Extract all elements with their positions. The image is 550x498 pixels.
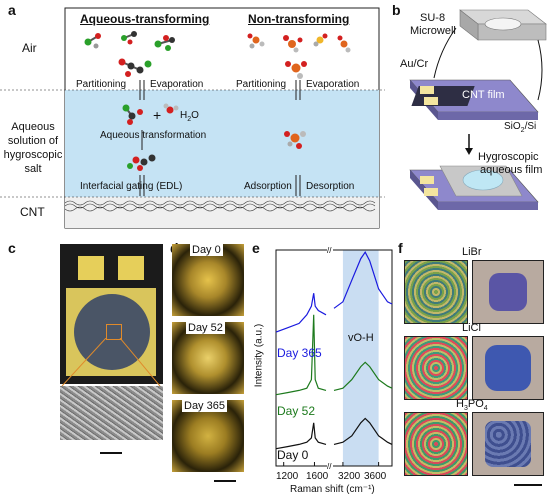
su8-label: SU-8 bbox=[420, 12, 446, 24]
salt-label-libr: LiBr bbox=[462, 246, 482, 258]
scale-bar-c bbox=[100, 452, 122, 454]
layer-solution-label: Aqueous solution of hygroscopic salt bbox=[3, 121, 63, 175]
raman-ylabel: Intensity (a.u.) bbox=[253, 323, 265, 388]
solution-layer bbox=[65, 90, 379, 197]
layer-air-label: Air bbox=[22, 41, 37, 55]
panel-label-e: e bbox=[252, 240, 260, 256]
axis-break-slash-brk-bot: // bbox=[327, 462, 332, 471]
cnt-film-label: CNT film bbox=[462, 89, 505, 101]
droplet-image-day365 bbox=[172, 400, 244, 472]
aqueous-transformation-label: Aqueous transformation bbox=[100, 130, 207, 141]
evaporation-right-label: Evaporation bbox=[306, 79, 360, 90]
h3po4-image-right bbox=[472, 412, 544, 476]
axis-break-slash-brk-top: // bbox=[327, 246, 332, 255]
axis-break-brk-bot bbox=[327, 463, 333, 469]
salt-label-licl: LiCl bbox=[462, 322, 481, 334]
interfacial-gating-label: Interfacial gating (EDL) bbox=[80, 181, 183, 192]
aucr-label: Au/Cr bbox=[400, 58, 429, 70]
series-line-day-365-low bbox=[275, 293, 327, 333]
panel-label-f: f bbox=[398, 240, 403, 256]
panel-label-b: b bbox=[392, 2, 401, 18]
sem-zoom-lines bbox=[61, 338, 161, 387]
scale-bar-d bbox=[214, 480, 236, 482]
xtick-1600: 1600 bbox=[306, 471, 329, 482]
molecule-solution-right bbox=[284, 131, 306, 149]
molecule-solution-left bbox=[122, 103, 179, 171]
series-label-day52: Day 52 bbox=[277, 404, 316, 418]
series-label-day0: Day 0 bbox=[277, 448, 309, 462]
salt-label-h3po4: H3PO4 bbox=[456, 398, 488, 413]
hygroscopic-label: Hygroscopic bbox=[478, 151, 539, 163]
licl-image-right bbox=[472, 336, 544, 400]
panel-label-c: c bbox=[8, 240, 16, 256]
adsorption-label: Adsorption bbox=[244, 181, 292, 192]
molecule-partition-right bbox=[285, 61, 307, 79]
droplet-image-day0 bbox=[172, 244, 244, 316]
partitioning-left-label: Partitioning bbox=[76, 79, 127, 90]
air-molecules-left bbox=[84, 31, 175, 51]
water-label: H2O bbox=[180, 110, 199, 123]
layer-cnt-label: CNT bbox=[20, 205, 45, 219]
molecule-partition-left bbox=[118, 58, 152, 77]
day-365-label: Day 365 bbox=[182, 400, 227, 412]
sem-image bbox=[60, 386, 163, 440]
licl-image-left bbox=[404, 336, 468, 400]
desorption-label: Desorption bbox=[306, 181, 355, 192]
series-line-day-52-high bbox=[333, 361, 393, 391]
libr-image-left bbox=[404, 260, 468, 324]
svg-text:+: + bbox=[153, 107, 161, 123]
aqueous-film-label: aqueous film bbox=[480, 164, 543, 176]
series-line-day-0-high bbox=[333, 417, 393, 445]
series-label-day365: Day 365 bbox=[277, 346, 322, 360]
microwell-label: Microwell bbox=[410, 25, 456, 37]
aqueous-film bbox=[462, 169, 504, 191]
axis-break-brk-top bbox=[327, 247, 333, 253]
series-line-day-52-low bbox=[275, 314, 327, 396]
day-52-label: Day 52 bbox=[186, 322, 225, 334]
air-molecules-right bbox=[247, 33, 351, 53]
device-photo bbox=[60, 244, 163, 384]
panel-a-diagram: + bbox=[0, 7, 385, 229]
plot-frame bbox=[275, 249, 393, 467]
day-0-label: Day 0 bbox=[190, 244, 223, 256]
vo-h-band bbox=[342, 250, 379, 466]
panel-b-device-schematic bbox=[409, 9, 547, 210]
partitioning-right-label: Partitioning bbox=[236, 79, 287, 90]
col-right-title: Non-transforming bbox=[248, 12, 350, 26]
raman-xlabel: Raman shift (cm⁻¹) bbox=[290, 484, 375, 495]
substrate-label: SiO2/Si bbox=[504, 121, 537, 134]
libr-image-right bbox=[472, 260, 544, 324]
col-left-title: Aqueous-transforming bbox=[80, 12, 210, 26]
series-line-day-365-high bbox=[333, 251, 393, 309]
raman-chart: // // bbox=[275, 246, 393, 471]
band-label: vO-H bbox=[348, 332, 374, 344]
xtick-1200: 1200 bbox=[276, 471, 299, 482]
scale-bar-f bbox=[514, 484, 542, 486]
panel-label-a: a bbox=[8, 2, 16, 18]
series-line-day-0-low bbox=[275, 422, 327, 450]
h3po4-image-left bbox=[404, 412, 468, 476]
xtick-3200: 3200 bbox=[338, 471, 361, 482]
droplet-image-day52 bbox=[172, 322, 244, 394]
xtick-3600: 3600 bbox=[364, 471, 387, 482]
evaporation-left-label: Evaporation bbox=[150, 79, 204, 90]
